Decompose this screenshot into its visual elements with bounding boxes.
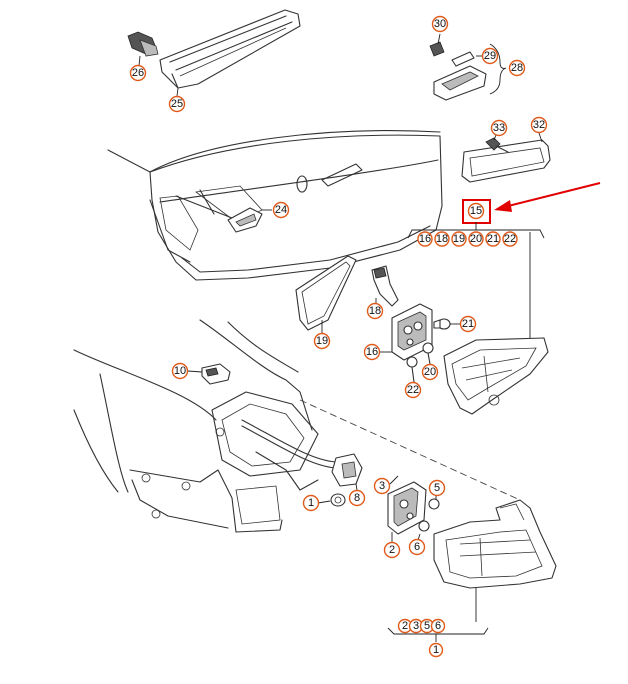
svg-text:19: 19 <box>316 335 328 347</box>
svg-text:1: 1 <box>433 644 439 656</box>
svg-text:32: 32 <box>533 119 545 131</box>
group-1-callout-1: 1 <box>428 642 444 658</box>
svg-text:1: 1 <box>308 497 314 509</box>
part-15-highlight-box <box>462 199 491 224</box>
callout-20: 20 <box>421 363 439 381</box>
svg-text:2: 2 <box>402 620 408 632</box>
bulb-carrier <box>391 303 433 361</box>
callout-5: 5 <box>428 479 446 497</box>
callout-10: 10 <box>171 362 189 380</box>
svg-text:18: 18 <box>369 305 381 317</box>
group-15-callout-20: 20 <box>468 231 484 247</box>
group-15-callout-19: 19 <box>451 231 467 247</box>
trunk-lid <box>107 130 443 281</box>
svg-text:6: 6 <box>435 620 441 632</box>
callout-26: 26 <box>129 64 147 82</box>
callout-8: 8 <box>348 489 366 507</box>
svg-text:15: 15 <box>470 205 482 217</box>
brake-light-bar <box>159 9 301 89</box>
bulb-21 <box>433 318 451 330</box>
svg-text:16: 16 <box>419 233 431 245</box>
svg-text:33: 33 <box>493 122 505 134</box>
svg-text:21: 21 <box>487 233 499 245</box>
svg-text:3: 3 <box>413 620 419 632</box>
group-1-callout-6: 6 <box>430 618 446 634</box>
svg-text:18: 18 <box>436 233 448 245</box>
svg-text:5: 5 <box>424 620 430 632</box>
svg-text:26: 26 <box>132 67 144 79</box>
group-15-callout-16: 16 <box>417 231 433 247</box>
callout-18: 18 <box>366 302 384 320</box>
callout-22: 22 <box>404 381 422 399</box>
svg-text:30: 30 <box>434 18 446 30</box>
callout-24: 24 <box>272 201 290 219</box>
svg-text:3: 3 <box>379 480 385 492</box>
wiring-harness <box>241 419 363 487</box>
group-15-callout-18: 18 <box>434 231 450 247</box>
callout-25: 25 <box>168 95 186 113</box>
group-15-callout-21: 21 <box>485 231 501 247</box>
outer-bulb-carrier <box>387 481 427 535</box>
rear-quarter-panel <box>73 319 319 533</box>
bulb-22 <box>406 356 418 383</box>
callout-19: 19 <box>313 332 331 350</box>
bulb-20 <box>422 342 434 365</box>
bulb-holder <box>485 137 509 153</box>
group-1-callout-5: 5 <box>419 618 435 634</box>
svg-text:24: 24 <box>275 204 287 216</box>
callout-2: 2 <box>383 541 401 559</box>
inner-lamp-lens <box>461 139 551 183</box>
red-pointer-arrow <box>494 182 601 212</box>
licence-plate-lamp <box>429 41 487 101</box>
callout-1: 1 <box>302 494 320 512</box>
svg-text:19: 19 <box>453 233 465 245</box>
lock-actuator <box>227 207 263 233</box>
svg-text:8: 8 <box>354 492 360 504</box>
callout-30: 30 <box>431 15 449 33</box>
socket-connector <box>201 363 231 385</box>
callout-32: 32 <box>530 116 548 134</box>
lamp-seal <box>295 255 357 331</box>
svg-text:22: 22 <box>407 384 419 396</box>
callout-6: 6 <box>408 538 426 556</box>
callout-3: 3 <box>373 477 391 495</box>
svg-text:29: 29 <box>484 50 496 62</box>
bulb-socket <box>371 265 399 307</box>
callout-33: 33 <box>490 119 508 137</box>
group-15-callout-22: 22 <box>502 231 518 247</box>
svg-text:16: 16 <box>366 346 378 358</box>
bulb-5 <box>428 498 440 510</box>
svg-text:20: 20 <box>424 366 436 378</box>
svg-text:25: 25 <box>171 98 183 110</box>
svg-text:10: 10 <box>174 365 186 377</box>
inner-tail-lamp <box>443 337 549 415</box>
clip-part <box>127 31 159 57</box>
svg-text:2: 2 <box>389 544 395 556</box>
svg-text:20: 20 <box>470 233 482 245</box>
svg-text:28: 28 <box>511 62 523 74</box>
svg-text:21: 21 <box>462 318 474 330</box>
callout-15: 15 <box>467 202 485 220</box>
bulb-6 <box>418 520 430 532</box>
callout-16: 16 <box>363 343 381 361</box>
svg-text:22: 22 <box>504 233 516 245</box>
callout-29: 29 <box>481 47 499 65</box>
callout-21: 21 <box>459 315 477 333</box>
callout-28: 28 <box>508 59 526 77</box>
svg-text:6: 6 <box>414 541 420 553</box>
grommet <box>330 493 346 507</box>
svg-text:5: 5 <box>434 482 440 494</box>
outer-tail-lamp <box>433 499 557 589</box>
